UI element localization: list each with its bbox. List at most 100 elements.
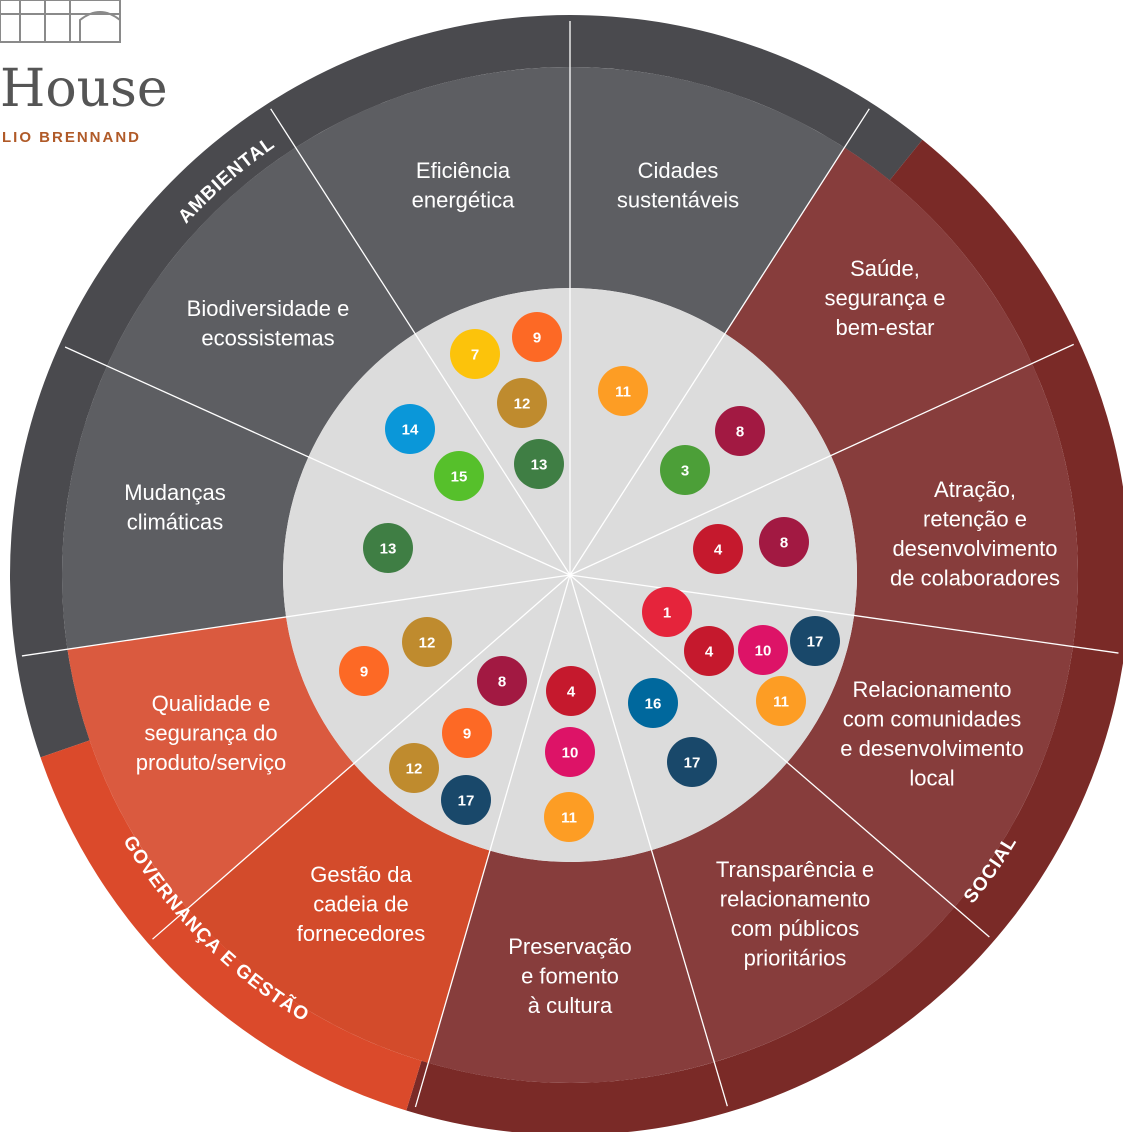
logo: House LIO BRENNAND	[0, 0, 168, 146]
sdg-badge-circle	[389, 743, 439, 793]
topic-label-line: Relacionamento	[853, 677, 1012, 702]
topic-label-line: cadeia de	[313, 892, 408, 917]
topic-label-line: energética	[412, 188, 516, 213]
sdg-13-badge: 13	[363, 523, 413, 573]
sdg-badge-circle	[598, 366, 648, 416]
sdg-badge-circle	[684, 626, 734, 676]
sdg-badge-number: 7	[471, 347, 479, 364]
topic-segment-fornecedores	[187, 763, 490, 1063]
sdg-badge-number: 12	[514, 396, 531, 413]
sdg-badge-circle	[514, 439, 564, 489]
sdg-4-badge: 4	[693, 524, 743, 574]
sdg-badge-number: 10	[562, 745, 579, 762]
topic-label-line: climáticas	[127, 510, 224, 535]
topic-label-line: Cidades	[638, 158, 719, 183]
topic-label-line: com públicos	[731, 916, 859, 941]
topic-label-line: Transparência e	[716, 857, 874, 882]
sdg-badge-circle	[667, 737, 717, 787]
sdg-badge-circle	[715, 406, 765, 456]
topic-label-line: e fomento	[521, 964, 619, 989]
sdg-badge-number: 16	[645, 696, 662, 713]
sdg-badge-number: 17	[807, 634, 824, 651]
sdg-12-badge: 12	[402, 617, 452, 667]
topic-label-line: Qualidade e	[152, 691, 271, 716]
sdg-17-badge: 17	[667, 737, 717, 787]
topic-segment-cultura	[428, 850, 715, 1083]
sdg-9-badge: 9	[512, 312, 562, 362]
topic-label-relacionamento: Relacionamento com comunidades e desenvolv…	[840, 677, 1023, 791]
sdg-badge-circle	[339, 646, 389, 696]
sdg-badge-circle	[628, 678, 678, 728]
topic-segment-qualidade	[67, 616, 354, 909]
topic-label-line: de colaboradores	[890, 566, 1060, 591]
sdg-badge-number: 12	[406, 761, 423, 778]
topic-segment-biodiversidade	[107, 147, 415, 457]
sdg-badge-circle	[512, 312, 562, 362]
pillar-ring-ambiental	[9, 14, 923, 758]
topic-label-line: retenção e	[923, 507, 1027, 532]
sdg-11-badge: 11	[598, 366, 648, 416]
topic-label-line: desenvolvimento	[892, 536, 1057, 561]
topic-segment-mudancas	[62, 365, 309, 650]
topic-label-line: segurança do	[144, 721, 277, 746]
topic-label-line: bem-estar	[835, 315, 934, 340]
sdg-badge-number: 17	[458, 793, 475, 810]
sdg-badge-number: 10	[755, 643, 772, 660]
sdg-badge-circle	[545, 727, 595, 777]
sdg-badge-circle	[660, 445, 710, 495]
sdg-12-badge: 12	[497, 378, 547, 428]
sdg-badge-number: 11	[773, 694, 789, 711]
sdg-17-badge: 17	[790, 616, 840, 666]
segment-divider	[152, 574, 571, 940]
sdg-badge-number: 13	[380, 541, 397, 558]
sdg-14-badge: 14	[385, 404, 435, 454]
sdg-badge-circle	[790, 616, 840, 666]
topic-label-line: e desenvolvimento	[840, 736, 1023, 761]
sdg-badge-number: 8	[736, 424, 744, 441]
topic-label-line: ecossistemas	[201, 326, 334, 351]
topic-label-eficiencia: Eficiência energética	[412, 158, 516, 213]
sdg-11-badge: 11	[544, 792, 594, 842]
sdg-badge-number: 15	[451, 469, 468, 486]
sdg-8-badge: 8	[477, 656, 527, 706]
sdg-badge-circle	[759, 517, 809, 567]
sdg-badge-number: 8	[780, 535, 788, 552]
sdg-badge-number: 12	[419, 635, 436, 652]
topic-label-line: segurança e	[824, 286, 945, 311]
topic-label-line: Eficiência	[416, 158, 511, 183]
building-icon	[0, 0, 121, 43]
sdg-badge-number: 9	[533, 330, 541, 347]
sdg-15-badge: 15	[434, 451, 484, 501]
segment-divider	[569, 108, 870, 576]
sdg-badge-circle	[477, 656, 527, 706]
sdg-7-badge: 7	[450, 329, 500, 379]
sdg-17-badge: 17	[441, 775, 491, 825]
topic-label-line: à cultura	[528, 993, 613, 1018]
topic-segment-saude	[725, 147, 1032, 456]
sdg-badge-circle	[497, 378, 547, 428]
sdg-badge-number: 4	[714, 542, 723, 559]
topic-label-line: Preservação	[508, 934, 632, 959]
sdg-badge-number: 11	[561, 810, 577, 827]
sdg-badge-circle	[434, 451, 484, 501]
sdg-badge-circle	[546, 666, 596, 716]
pillar-ring-gov	[40, 740, 422, 1111]
sdg-badge-circle	[385, 404, 435, 454]
sdg-badge-number: 14	[402, 422, 419, 439]
topic-segment-transparencia	[651, 762, 955, 1063]
sdg-4-badge: 4	[684, 626, 734, 676]
sdg-badge-circle	[442, 708, 492, 758]
topic-label-line: com comunidades	[843, 707, 1022, 732]
topic-segment-cidades	[570, 67, 845, 334]
sdg-4-badge: 4	[546, 666, 596, 716]
sdg-badge-circle	[441, 775, 491, 825]
topic-segment-relacionamento	[787, 615, 1073, 907]
sdg-8-badge: 8	[715, 406, 765, 456]
sdg-badge-circle	[544, 792, 594, 842]
logo-wordmark: House	[0, 59, 168, 119]
